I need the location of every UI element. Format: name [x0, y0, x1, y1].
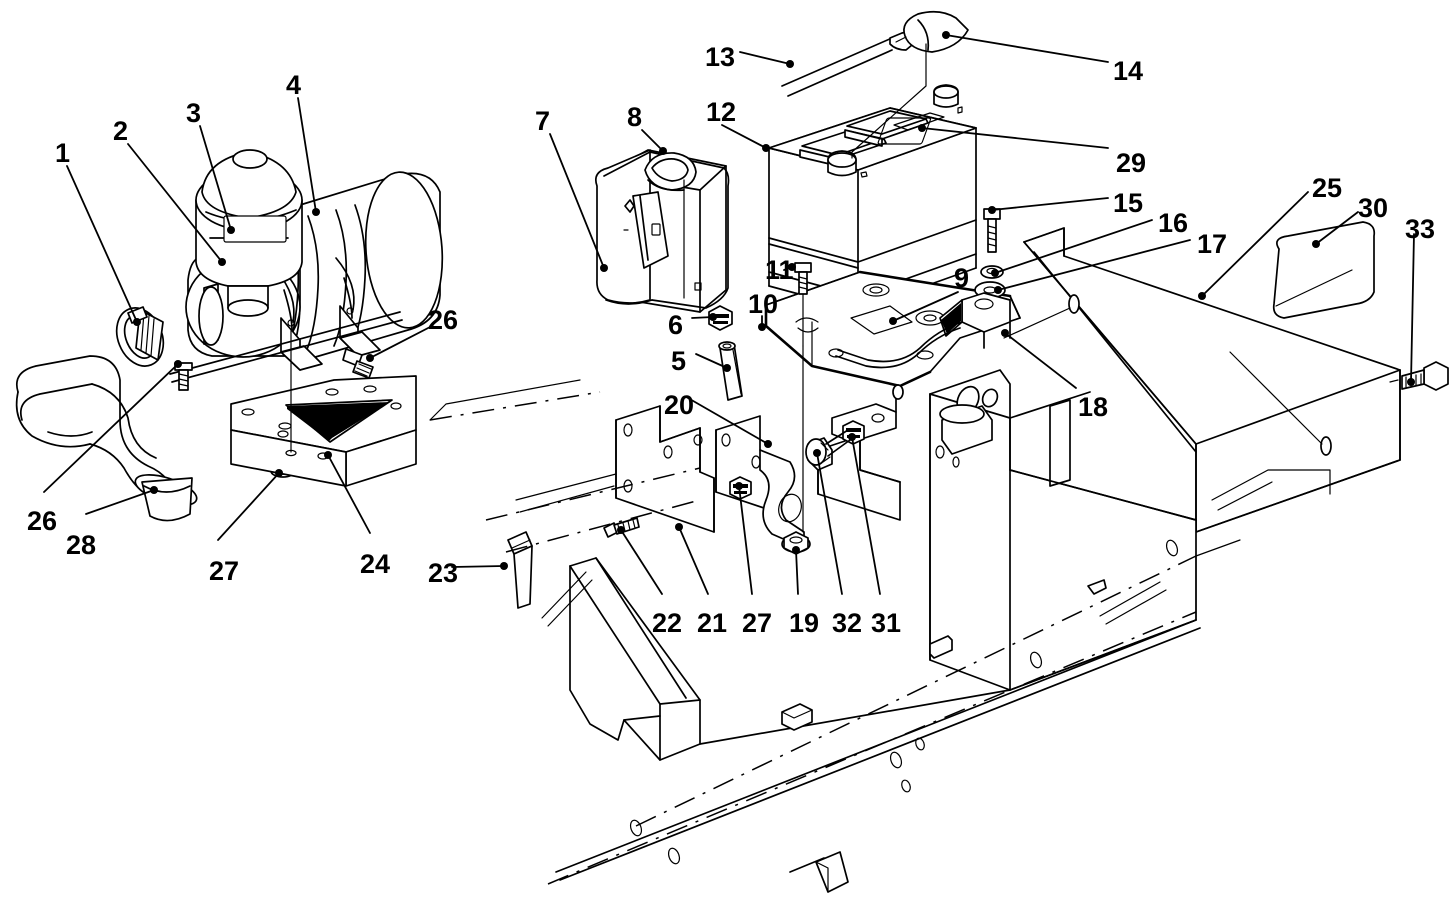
battery-tray [764, 270, 1021, 388]
callout-10[interactable]: 10 [748, 289, 779, 319]
callout-4[interactable]: 4 [286, 70, 302, 100]
screw-26-lower [174, 362, 193, 391]
callout-25[interactable]: 25 [1312, 173, 1343, 203]
mounting-plate [230, 329, 417, 487]
callout-21[interactable]: 21 [697, 608, 728, 638]
callout-2[interactable]: 2 [113, 116, 129, 146]
air-cleaner-assembly [169, 149, 444, 383]
callout-31[interactable]: 31 [871, 608, 902, 638]
callout-12[interactable]: 12 [706, 97, 737, 127]
callout-9[interactable]: 9 [954, 263, 970, 293]
callout-32[interactable]: 32 [832, 608, 863, 638]
callout-14[interactable]: 14 [1113, 56, 1144, 86]
callout-22[interactable]: 22 [652, 608, 683, 638]
bracket-group [507, 345, 904, 609]
callout-11[interactable]: 11 [765, 255, 794, 285]
callout-5[interactable]: 5 [671, 346, 687, 376]
battery-cable-positive [895, 10, 969, 53]
spacer-sleeve [718, 341, 743, 401]
callout-26-lower[interactable]: 26 [27, 506, 58, 536]
callout-27-right[interactable]: 27 [742, 608, 773, 638]
pin-23 [507, 531, 533, 609]
battery-hold-down-clamp [828, 292, 1011, 369]
callout-33[interactable]: 33 [1405, 214, 1436, 244]
battery-pad [850, 305, 913, 335]
screw-26-upper [342, 348, 374, 379]
callout-1[interactable]: 1 [55, 138, 71, 168]
battery-label [877, 117, 932, 145]
callout-27[interactable]: 27 [209, 556, 240, 586]
callout-16[interactable]: 16 [1158, 208, 1189, 238]
callout-3[interactable]: 3 [186, 98, 202, 128]
callout-20[interactable]: 20 [664, 390, 695, 420]
callout-13[interactable]: 13 [705, 42, 736, 72]
callout-17[interactable]: 17 [1197, 229, 1228, 259]
callout-18[interactable]: 18 [1078, 392, 1109, 422]
bolt-15 [983, 208, 1001, 253]
callout-26[interactable]: 26 [428, 305, 459, 335]
chassis-center [929, 369, 1197, 691]
callout-28[interactable]: 28 [66, 530, 97, 560]
hose-clamp [115, 306, 165, 367]
fender-support [541, 557, 701, 761]
callout-19[interactable]: 19 [789, 608, 820, 638]
callout-7[interactable]: 7 [535, 106, 551, 136]
decal-plate [1272, 221, 1376, 319]
lower-rails [429, 379, 1241, 893]
callout-29[interactable]: 29 [1116, 148, 1147, 178]
lock-nut-19 [781, 531, 811, 555]
callout-8[interactable]: 8 [627, 102, 643, 132]
right-inner-panel [1211, 469, 1331, 511]
intake-hose [15, 355, 198, 522]
callout-23[interactable]: 23 [428, 558, 459, 588]
battery [768, 84, 977, 311]
cable-run [851, 43, 927, 159]
screw-11 [794, 262, 812, 347]
callout-6[interactable]: 6 [668, 310, 684, 340]
callout-30[interactable]: 30 [1358, 193, 1389, 223]
leader-lines [43, 31, 1415, 595]
callout-15[interactable]: 15 [1113, 188, 1144, 218]
callout-24[interactable]: 24 [360, 549, 391, 579]
fuel-tank [594, 149, 730, 313]
